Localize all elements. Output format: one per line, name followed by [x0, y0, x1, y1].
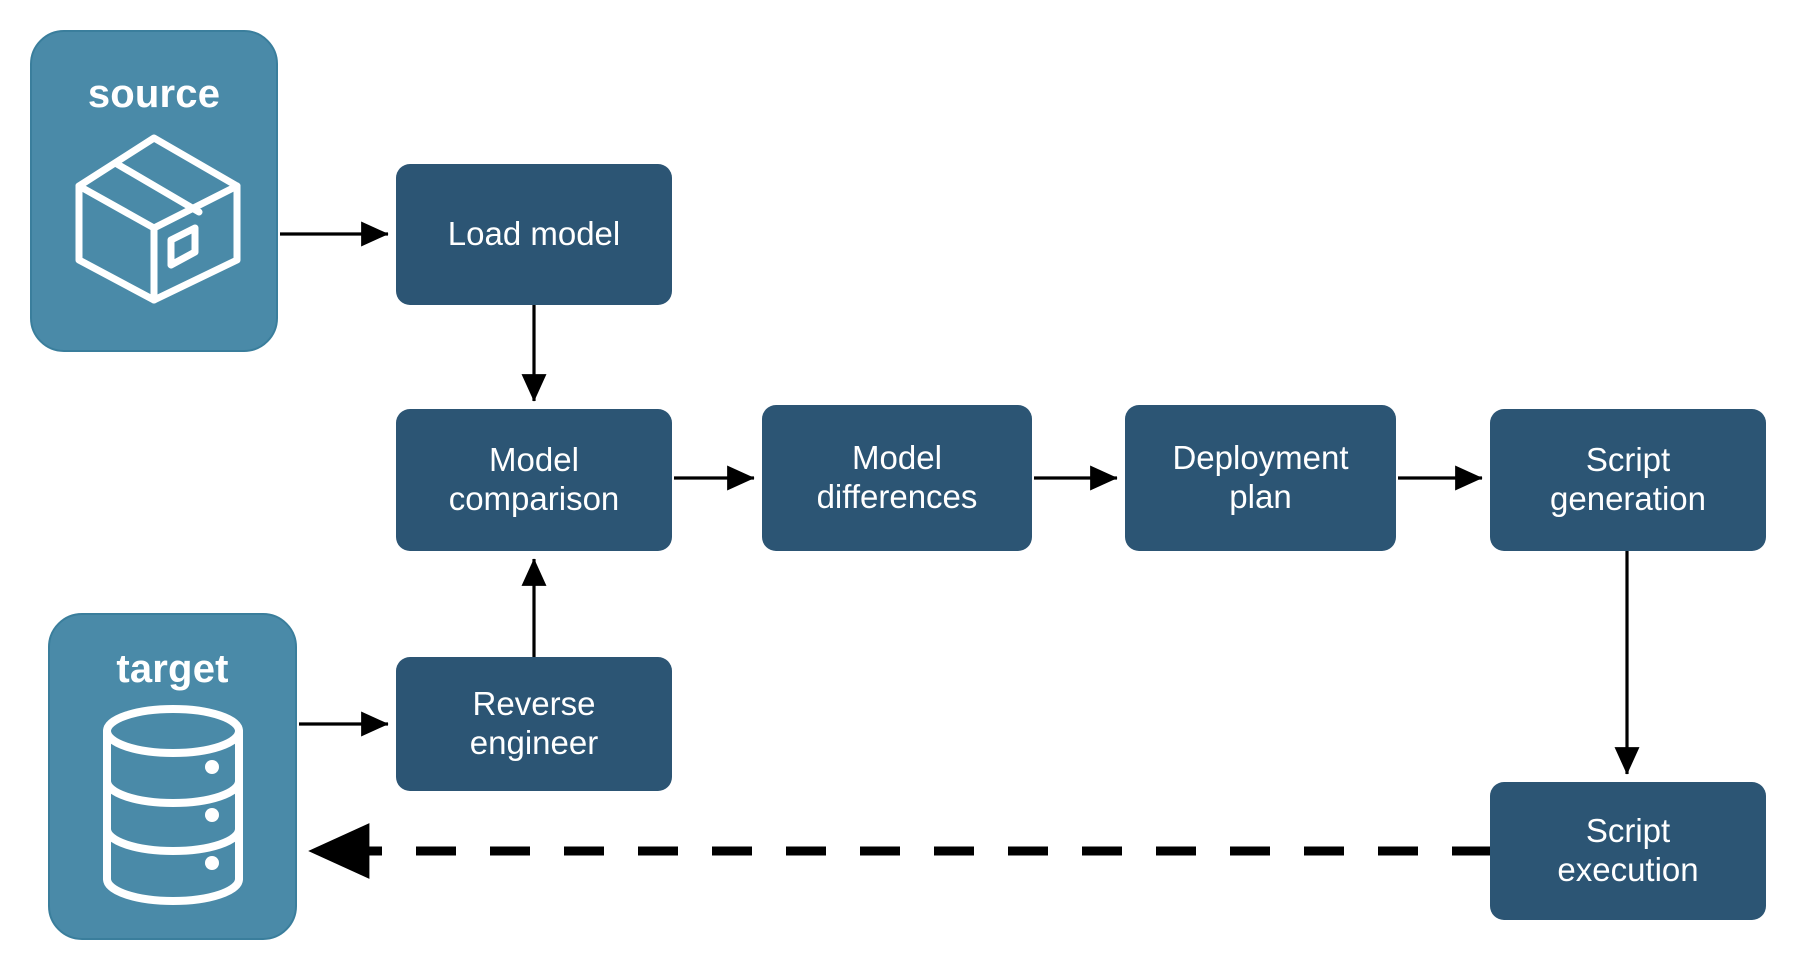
- database-cylinder-icon: [93, 704, 253, 905]
- process-label-line: Script: [1585, 812, 1671, 850]
- endpoint-card-source[interactable]: source: [30, 30, 278, 352]
- process-label-line: Model: [489, 441, 579, 479]
- process-label-line: generation: [1550, 480, 1706, 517]
- process-label-line: execution: [1557, 851, 1699, 888]
- process-box-model-differences[interactable]: Model differences: [762, 405, 1032, 551]
- process-box-script-execution[interactable]: Script execution: [1490, 782, 1766, 920]
- process-label-line: differences: [816, 478, 978, 515]
- process-label-line: Script: [1585, 441, 1671, 479]
- process-label-line: Deployment: [1172, 439, 1349, 477]
- process-label-line: engineer: [469, 724, 599, 761]
- process-box-load-model[interactable]: Load model: [396, 164, 672, 305]
- process-label-line: comparison: [448, 480, 620, 517]
- package-box-icon: [59, 128, 249, 308]
- process-label-line: plan: [1229, 478, 1292, 515]
- endpoint-source-label: source: [87, 72, 221, 116]
- process-label-line: Model: [852, 439, 942, 477]
- process-box-model-comparison[interactable]: Model comparison: [396, 409, 672, 551]
- process-box-deployment-plan[interactable]: Deployment plan: [1125, 405, 1396, 551]
- endpoint-card-target[interactable]: target: [48, 613, 297, 940]
- process-box-reverse-engineer[interactable]: Reverse engineer: [396, 657, 672, 791]
- endpoint-target-label: target: [116, 646, 229, 691]
- process-box-script-generation[interactable]: Script generation: [1490, 409, 1766, 551]
- process-label-line: Reverse: [472, 685, 596, 723]
- process-label-line: Load model: [447, 215, 621, 253]
